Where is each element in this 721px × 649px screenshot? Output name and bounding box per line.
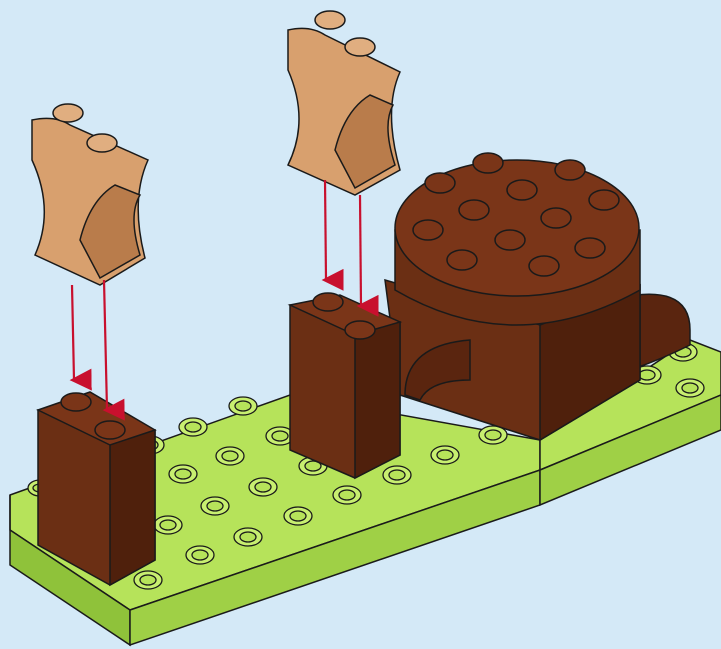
- tan-arch-piece-right: [286, 10, 401, 196]
- brown-brick-left: [36, 391, 157, 587]
- placement-arrows: [69, 179, 379, 421]
- brown-brick-right: [287, 292, 403, 480]
- arrow-4: [356, 194, 379, 317]
- arrow-2: [102, 279, 125, 421]
- tan-arch-piece-left: [31, 103, 149, 286]
- arrow-1: [69, 284, 92, 391]
- arrow-3: [321, 179, 344, 291]
- round-brown-stump: [384, 152, 691, 442]
